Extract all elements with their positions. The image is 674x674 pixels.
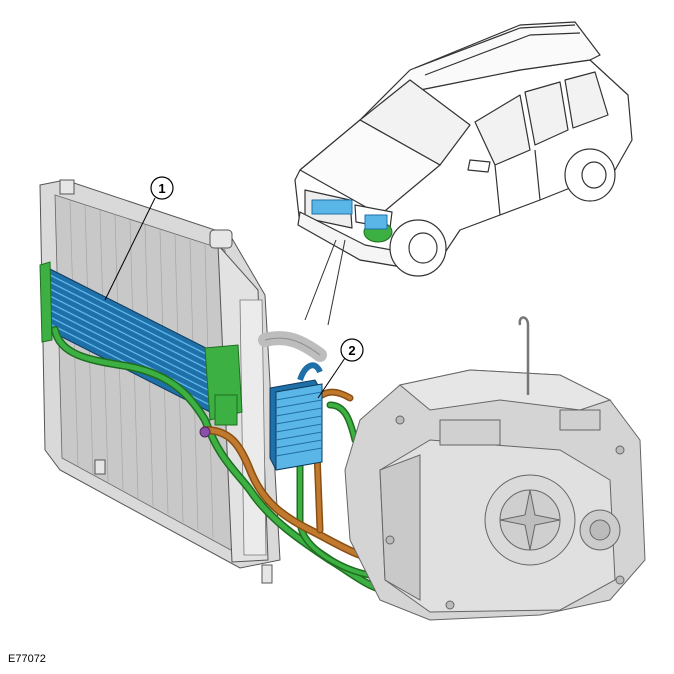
callout-1: 1 [104,176,174,301]
callout-2: 2 [317,338,364,399]
zoom-leader-lines [304,239,346,326]
auxiliary-oil-cooler [39,261,243,426]
callout-1-circle [150,176,174,200]
oil-cooler-icon [269,362,323,471]
callout-1-number: 1 [158,181,165,196]
transmission-icon [344,316,646,621]
vehicle-outline [294,21,633,277]
callout-2-circle [340,338,364,362]
callout-2-number: 2 [348,343,355,358]
figure-code: E77072 [8,653,46,665]
